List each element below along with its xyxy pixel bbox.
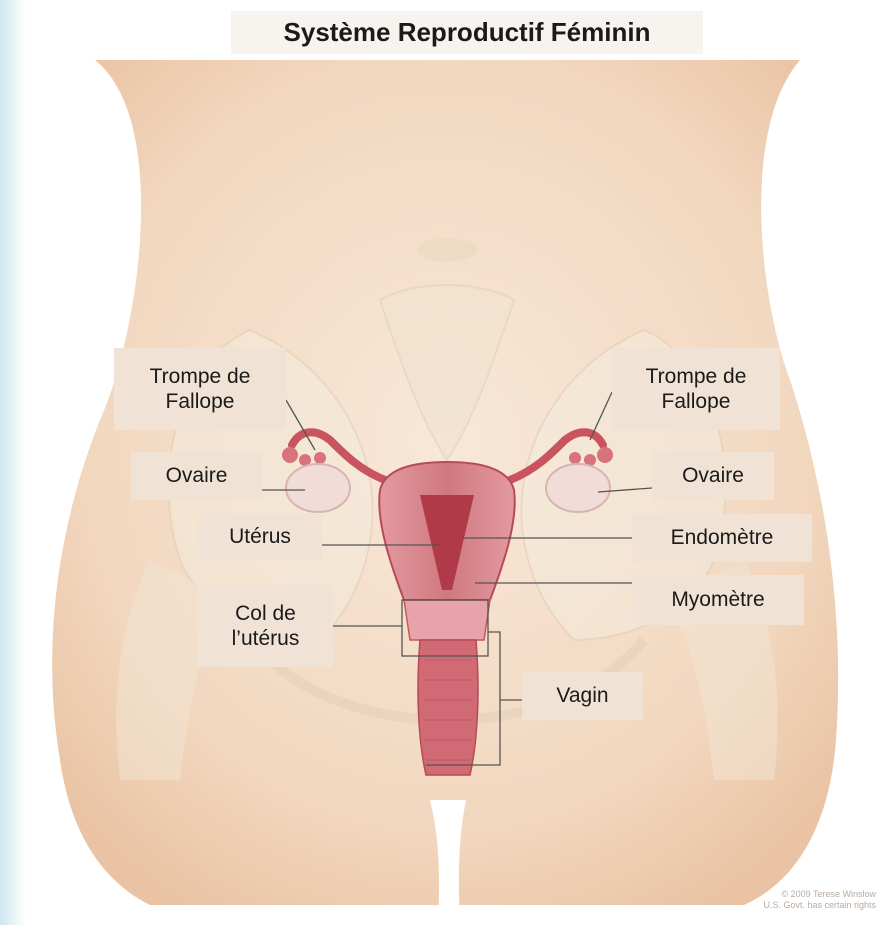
label-myometrium: Myomètre — [632, 575, 804, 625]
label-fallopian-tube-right: Trompe de Fallope — [612, 348, 780, 430]
label-fallopian-tube-left: Trompe de Fallope — [114, 348, 286, 430]
label-uterus: Utérus — [198, 514, 322, 560]
label-endometrium: Endomètre — [632, 514, 812, 562]
copyright-credit: © 2009 Terese Winslow U.S. Govt. has cer… — [763, 889, 876, 911]
right-ovary — [546, 464, 610, 512]
left-edge-tint — [0, 0, 26, 925]
label-ovary-left: Ovaire — [131, 452, 262, 500]
diagram-title: Système Reproductif Féminin — [231, 11, 703, 54]
label-ovary-right: Ovaire — [652, 452, 774, 500]
label-vagina: Vagin — [522, 672, 643, 720]
cervix-shape — [404, 600, 490, 640]
left-ovary — [286, 464, 350, 512]
label-cervix: Col de l’utérus — [198, 585, 333, 667]
credit-line-2: U.S. Govt. has certain rights — [763, 900, 876, 911]
credit-line-1: © 2009 Terese Winslow — [763, 889, 876, 900]
